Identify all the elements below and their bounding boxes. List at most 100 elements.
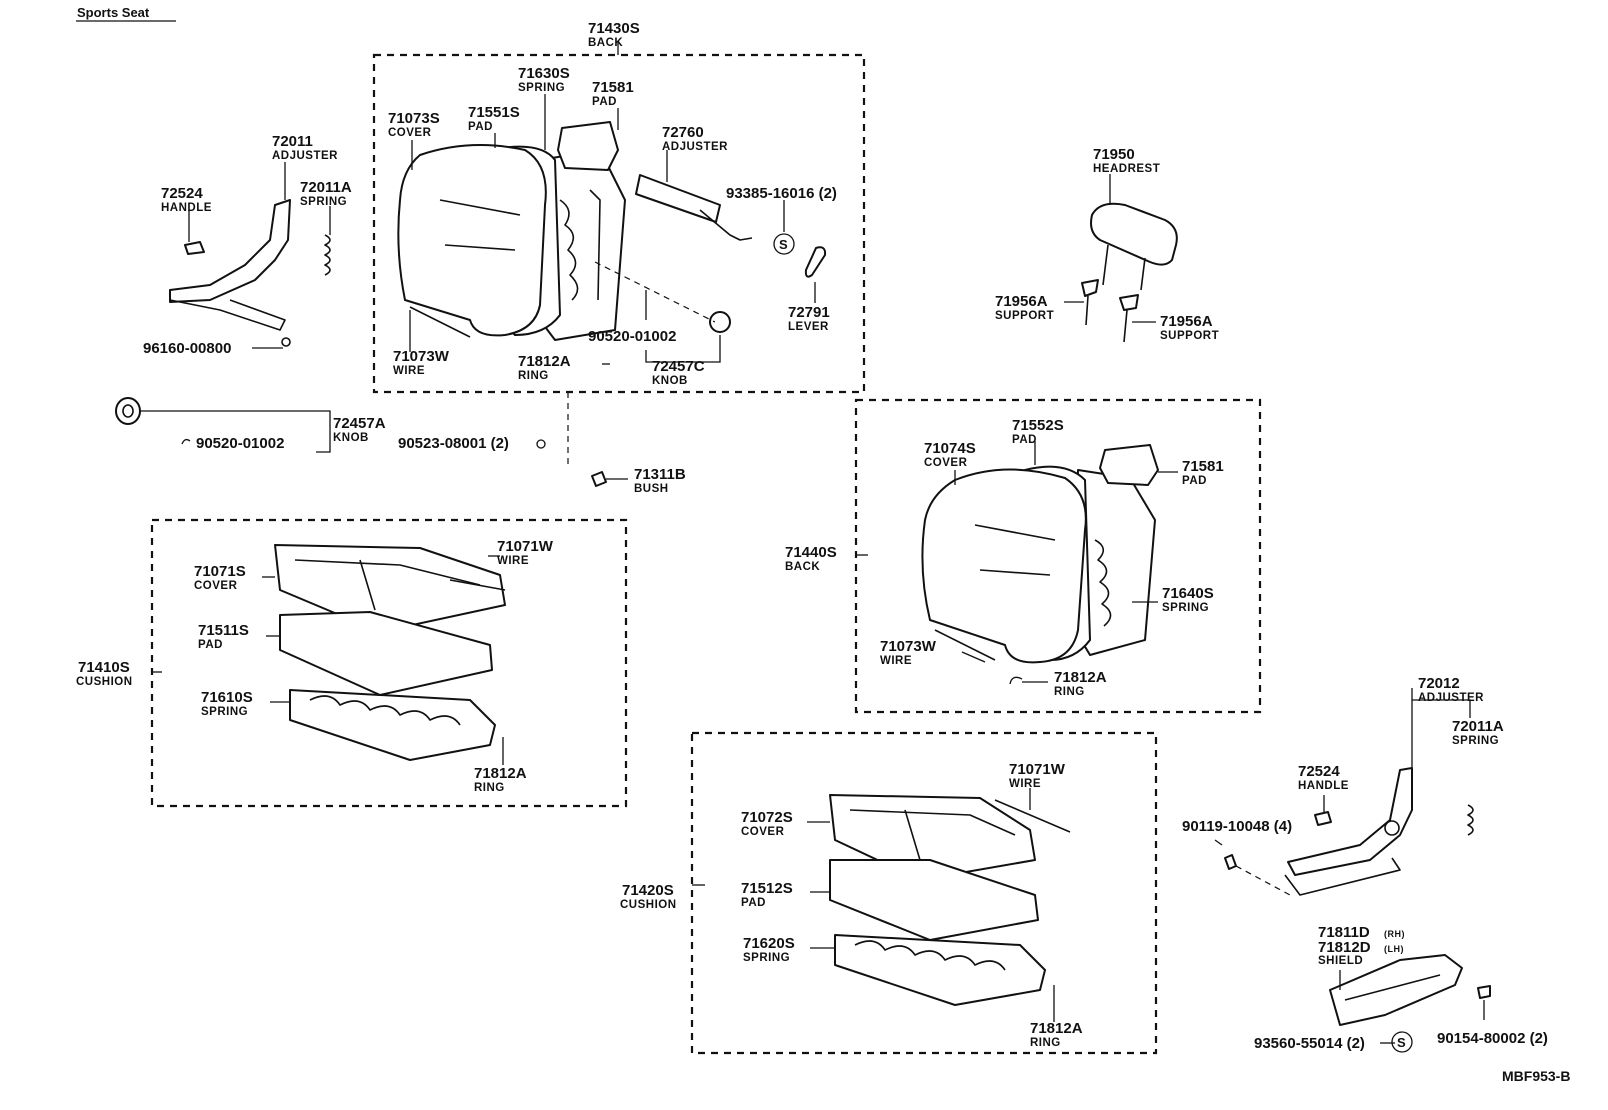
seat-adjuster-72011-drawing bbox=[169, 199, 331, 347]
svg-text:BACK: BACK bbox=[588, 37, 623, 49]
svg-text:72457A: 72457A bbox=[333, 415, 386, 432]
svg-text:71630S: 71630S bbox=[518, 65, 570, 82]
svg-text:71551S: 71551S bbox=[468, 104, 520, 121]
svg-text:CUSHION: CUSHION bbox=[620, 899, 677, 911]
svg-text:71071W: 71071W bbox=[497, 538, 554, 555]
callout-71551S: 71551S PAD bbox=[468, 104, 520, 133]
svg-text:72791: 72791 bbox=[788, 304, 830, 321]
callout-71812A-cushion2: 71812A RING bbox=[1030, 1020, 1083, 1049]
svg-text:71074S: 71074S bbox=[924, 440, 976, 457]
svg-text:(RH): (RH) bbox=[1384, 929, 1405, 939]
svg-text:90119-10048 (4): 90119-10048 (4) bbox=[1182, 818, 1292, 835]
svg-text:BACK: BACK bbox=[785, 561, 820, 573]
svg-text:RING: RING bbox=[1030, 1037, 1061, 1049]
callout-96160-00800: 96160-00800 bbox=[143, 340, 231, 357]
svg-text:SUPPORT: SUPPORT bbox=[995, 310, 1054, 322]
svg-text:PAD: PAD bbox=[741, 897, 766, 909]
callout-72011A-left: 72011A SPRING bbox=[300, 179, 352, 208]
svg-text:71440S: 71440S bbox=[785, 544, 837, 561]
svg-text:WIRE: WIRE bbox=[1009, 778, 1041, 790]
callout-71430S: 71430S BACK bbox=[588, 20, 640, 49]
callout-90154-80002: 90154-80002 (2) bbox=[1437, 1030, 1548, 1047]
svg-text:71812A: 71812A bbox=[518, 353, 571, 370]
svg-text:RING: RING bbox=[518, 370, 549, 382]
svg-text:71581: 71581 bbox=[1182, 458, 1224, 475]
callout-71072S: 71072S COVER bbox=[741, 809, 793, 838]
callout-71071W-cushion2: 71071W WIRE bbox=[1009, 761, 1066, 790]
svg-text:COVER: COVER bbox=[741, 826, 785, 838]
callout-71073S: 71073S COVER bbox=[388, 110, 440, 139]
svg-text:71420S: 71420S bbox=[622, 882, 674, 899]
svg-text:72011A: 72011A bbox=[300, 179, 352, 196]
svg-text:HEADREST: HEADREST bbox=[1093, 163, 1160, 175]
seat-shield-71811D-drawing bbox=[1329, 954, 1491, 1026]
svg-text:71512S: 71512S bbox=[741, 880, 793, 897]
s-symbol-93560: S bbox=[1391, 1031, 1413, 1053]
callout-93385-16016: 93385-16016 (2) bbox=[726, 185, 837, 202]
svg-text:96160-00800: 96160-00800 bbox=[143, 340, 231, 357]
callout-72457C: 72457C KNOB bbox=[652, 358, 705, 387]
callout-90523-08001: 90523-08001 (2) bbox=[398, 435, 509, 452]
callout-71073W-back: 71073W WIRE bbox=[393, 348, 450, 377]
group-box-71410S bbox=[150, 518, 628, 808]
svg-text:72524: 72524 bbox=[161, 185, 203, 202]
svg-text:PAD: PAD bbox=[1182, 475, 1207, 487]
callout-72012: 72012 ADJUSTER bbox=[1418, 675, 1484, 704]
callout-71420S: 71420S CUSHION bbox=[620, 882, 677, 911]
callout-71071W-cushion1: 71071W WIRE bbox=[497, 538, 554, 567]
svg-text:ADJUSTER: ADJUSTER bbox=[272, 150, 338, 162]
svg-text:71812A: 71812A bbox=[1030, 1020, 1083, 1037]
svg-text:PAD: PAD bbox=[468, 121, 493, 133]
seat-cushion-71420S-drawing bbox=[829, 794, 1071, 1006]
svg-text:WIRE: WIRE bbox=[393, 365, 425, 377]
svg-text:72760: 72760 bbox=[662, 124, 704, 141]
callout-71410S: 71410S CUSHION bbox=[76, 659, 132, 688]
svg-text:90520-01002: 90520-01002 bbox=[196, 435, 284, 452]
svg-text:72011A: 72011A bbox=[1452, 718, 1504, 735]
diagram-title: Sports Seat bbox=[76, 5, 176, 22]
svg-text:71072S: 71072S bbox=[741, 809, 793, 826]
svg-text:71311B: 71311B bbox=[634, 466, 686, 483]
svg-text:KNOB: KNOB bbox=[333, 432, 369, 444]
callout-71811D: 71811D (RH) bbox=[1318, 924, 1405, 941]
svg-text:71581: 71581 bbox=[592, 79, 634, 96]
callout-71812A-back: 71812A RING bbox=[518, 353, 571, 382]
svg-text:RING: RING bbox=[1054, 686, 1085, 698]
svg-text:71812A: 71812A bbox=[474, 765, 527, 782]
callout-71581-back: 71581 PAD bbox=[592, 79, 634, 108]
callout-71073W-back2: 71073W WIRE bbox=[880, 638, 937, 667]
svg-text:90154-80002 (2): 90154-80002 (2) bbox=[1437, 1030, 1548, 1047]
callout-71581-back2: 71581 PAD bbox=[1182, 458, 1224, 487]
svg-text:71950: 71950 bbox=[1093, 146, 1135, 163]
svg-text:HANDLE: HANDLE bbox=[1298, 780, 1349, 792]
svg-text:SPRING: SPRING bbox=[201, 706, 248, 718]
callout-71311B: 71311B BUSH bbox=[634, 466, 686, 495]
svg-text:71071S: 71071S bbox=[194, 563, 246, 580]
callout-90520-01002-left: 90520-01002 bbox=[196, 435, 284, 452]
s-symbol-93385: S bbox=[773, 233, 795, 255]
svg-text:SPRING: SPRING bbox=[518, 82, 565, 94]
callout-72760: 72760 ADJUSTER bbox=[662, 124, 728, 153]
svg-text:71410S: 71410S bbox=[78, 659, 130, 676]
title-text: Sports Seat bbox=[77, 5, 150, 20]
callout-71630S: 71630S SPRING bbox=[518, 65, 570, 94]
svg-text:71812A: 71812A bbox=[1054, 669, 1107, 686]
figure-code: MBF953-B bbox=[1502, 1068, 1570, 1084]
svg-text:71620S: 71620S bbox=[743, 935, 795, 952]
svg-text:COVER: COVER bbox=[924, 457, 968, 469]
callout-71812D: 71812D (LH) SHIELD bbox=[1318, 939, 1404, 967]
svg-text:S: S bbox=[1397, 1035, 1406, 1050]
svg-text:71073W: 71073W bbox=[393, 348, 450, 365]
svg-text:72457C: 72457C bbox=[652, 358, 705, 375]
callout-93560-55014: 93560-55014 (2) bbox=[1254, 1035, 1365, 1052]
svg-text:SPRING: SPRING bbox=[1162, 602, 1209, 614]
headrest-71950-drawing bbox=[1081, 202, 1178, 343]
svg-text:ADJUSTER: ADJUSTER bbox=[662, 141, 728, 153]
callout-71440S: 71440S BACK bbox=[785, 544, 837, 573]
svg-text:71811D: 71811D bbox=[1318, 924, 1370, 941]
svg-text:72011: 72011 bbox=[272, 133, 313, 150]
bush-71311B-drawing bbox=[591, 471, 607, 487]
leader-lines bbox=[140, 42, 1485, 1044]
svg-text:72524: 72524 bbox=[1298, 763, 1340, 780]
